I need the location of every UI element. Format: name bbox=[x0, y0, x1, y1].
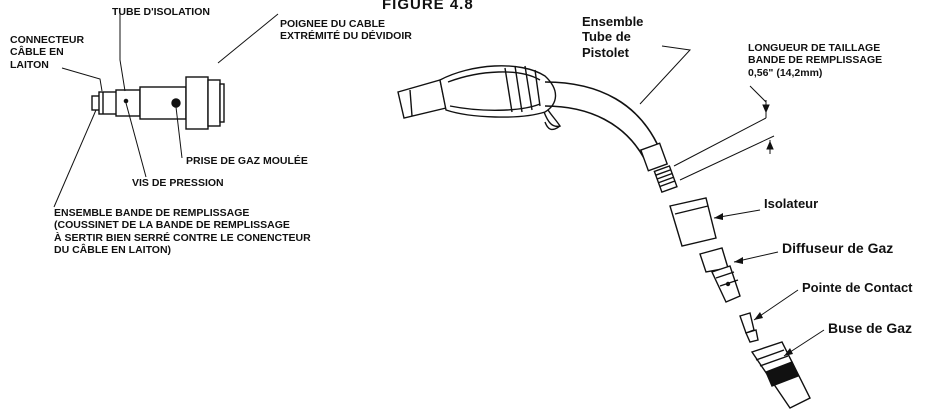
gun-handle-drawing bbox=[397, 65, 562, 131]
label-poignee: POIGNEE DU CABLE EXTRÉMITÉ DU DÉVIDOIR bbox=[280, 18, 412, 43]
label-ensemble-bande: ENSEMBLE BANDE DE REMPLISSAGE (COUSSINET… bbox=[54, 207, 311, 257]
contact-tip-part bbox=[739, 312, 759, 343]
label-tube-isolation: TUBE D'ISOLATION bbox=[112, 6, 210, 18]
figure-title: FIGURE 4.8 bbox=[382, 0, 474, 13]
right-arrowheads bbox=[714, 213, 793, 356]
label-vis-pression: VIS DE PRESSION bbox=[132, 177, 224, 189]
label-isolateur: Isolateur bbox=[764, 196, 819, 211]
gas-nozzle-part bbox=[750, 341, 811, 409]
trim-length-dimension bbox=[673, 85, 775, 181]
label-ensemble-tube: Ensemble Tube de Pistolet bbox=[582, 14, 644, 60]
left-leader-lines bbox=[53, 12, 279, 208]
label-buse: Buse de Gaz bbox=[828, 320, 913, 336]
insulator-part bbox=[669, 197, 717, 247]
connector-assembly-drawing bbox=[91, 76, 225, 130]
gun-tube-drawing bbox=[544, 81, 678, 194]
gas-diffuser-part bbox=[699, 247, 741, 303]
label-connecteur: CONNECTEUR CÂBLE EN LAITON bbox=[10, 34, 85, 71]
label-prise-gaz: PRISE DE GAZ MOULÉE bbox=[186, 155, 308, 167]
label-pointe: Pointe de Contact bbox=[802, 280, 913, 295]
label-diffuseur: Diffuseur de Gaz bbox=[782, 240, 894, 256]
label-longueur-taillage: LONGUEUR DE TAILLAGE BANDE DE REMPLISSAG… bbox=[748, 42, 883, 79]
